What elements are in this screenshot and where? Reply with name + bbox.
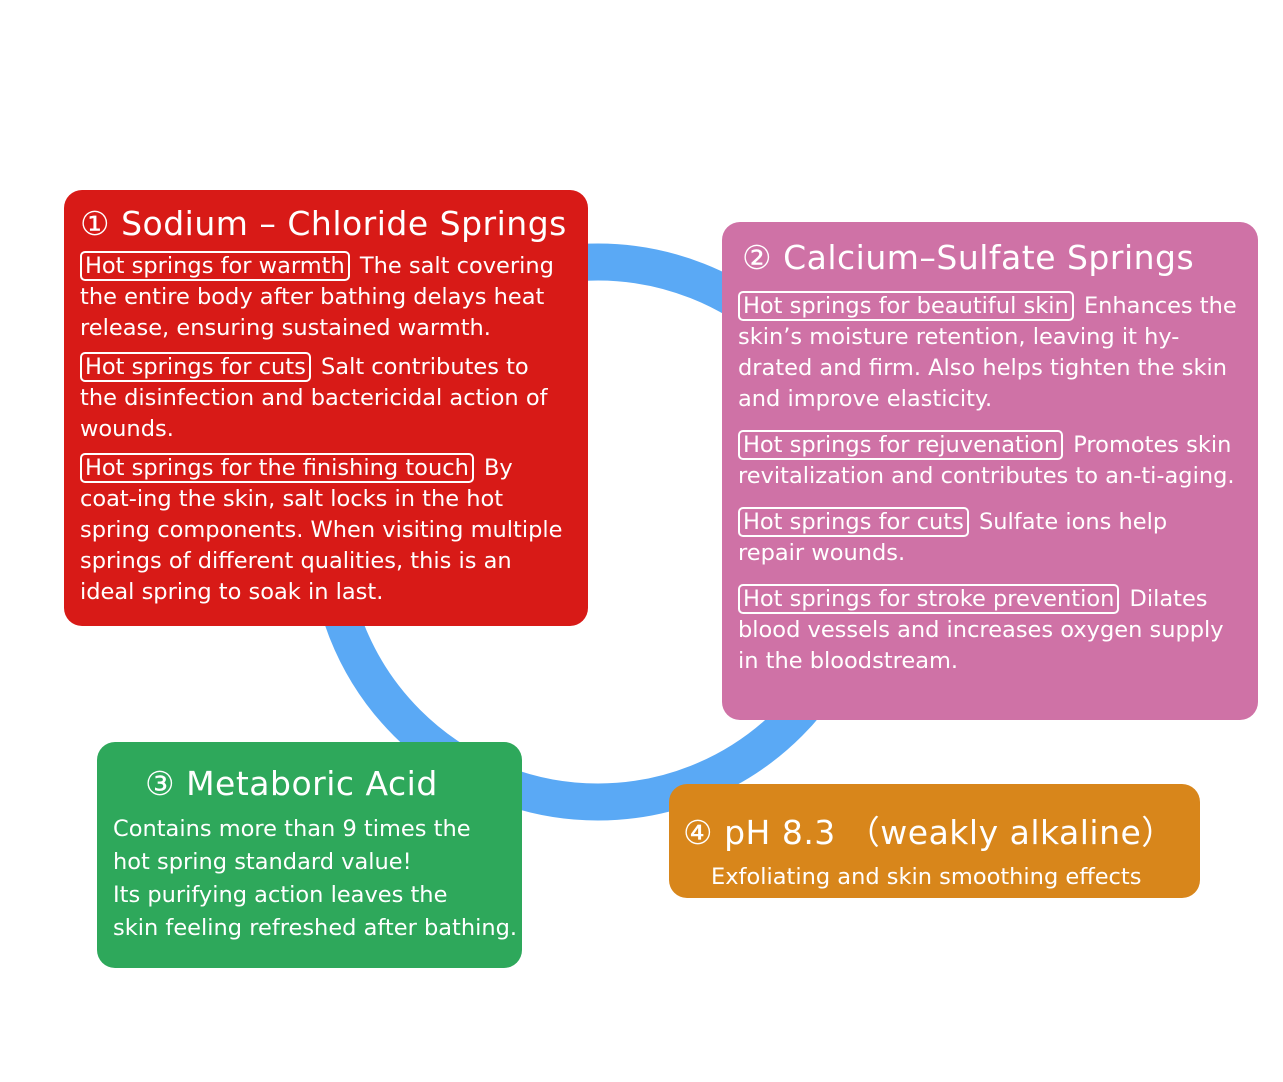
- benefit-tag: Hot springs for cuts: [80, 352, 311, 382]
- sodium-chloride-title: ① Sodium – Chloride Springs: [80, 204, 567, 243]
- ph-card: ④ pH 8.3 （weakly alkaline） Exfoliating a…: [669, 784, 1200, 898]
- benefit-item: Hot springs for the finishing touch By c…: [80, 453, 570, 608]
- description-line: Contains more than 9 times the: [113, 816, 471, 842]
- benefit-item: Hot springs for stroke prevention Dilate…: [738, 584, 1238, 677]
- benefit-text: The salt covering the entire body after …: [80, 253, 554, 341]
- description-line: hot spring standard value!: [113, 849, 412, 875]
- benefit-text: Dilates blood vessels and increases oxyg…: [738, 586, 1224, 674]
- benefit-text: Sulfate ions help repair wounds.: [738, 509, 1168, 566]
- description-line: skin feeling refreshed after bathing.: [113, 915, 518, 941]
- benefit-text: Promotes skin revitalization and contrib…: [738, 432, 1235, 489]
- benefit-item: Hot springs for rejuvenation Promotes sk…: [738, 430, 1238, 492]
- benefit-text: Enhances the skin’s moisture retention, …: [738, 293, 1237, 412]
- benefit-item: Hot springs for beautiful skin Enhances …: [738, 291, 1238, 415]
- benefit-tag: Hot springs for rejuvenation: [738, 430, 1064, 460]
- benefit-item: Hot springs for warmth The salt covering…: [80, 251, 570, 344]
- sodium-chloride-card: ① Sodium – Chloride Springs Hot springs …: [64, 190, 588, 626]
- benefit-tag: Hot springs for warmth: [80, 251, 350, 281]
- benefit-tag: Hot springs for stroke prevention: [738, 584, 1120, 614]
- benefit-item: Hot springs for cuts Sulfate ions help r…: [738, 507, 1238, 569]
- calcium-sulfate-card: ② Calcium–Sulfate Springs Hot springs fo…: [722, 222, 1258, 720]
- ph-subtitle: Exfoliating and skin smoothing effects: [711, 864, 1142, 890]
- benefit-text: Salt contributes to the disinfection and…: [80, 354, 548, 442]
- description-line: Its purifying action leaves the: [113, 882, 448, 908]
- benefit-tag: Hot springs for the finishing touch: [80, 453, 474, 483]
- benefit-item: Hot springs for cuts Salt contributes to…: [80, 352, 570, 445]
- benefit-tag: Hot springs for cuts: [738, 507, 969, 537]
- ph-title: ④ pH 8.3 （weakly alkaline）: [683, 813, 1175, 852]
- calcium-sulfate-title: ② Calcium–Sulfate Springs: [742, 238, 1195, 277]
- benefit-text: By coat-ing the skin, salt locks in the …: [80, 455, 563, 605]
- metaboric-acid-card: ③ Metaboric Acid Contains more than 9 ti…: [97, 742, 522, 968]
- benefit-tag: Hot springs for beautiful skin: [738, 291, 1074, 321]
- metaboric-acid-title: ③ Metaboric Acid: [145, 764, 438, 803]
